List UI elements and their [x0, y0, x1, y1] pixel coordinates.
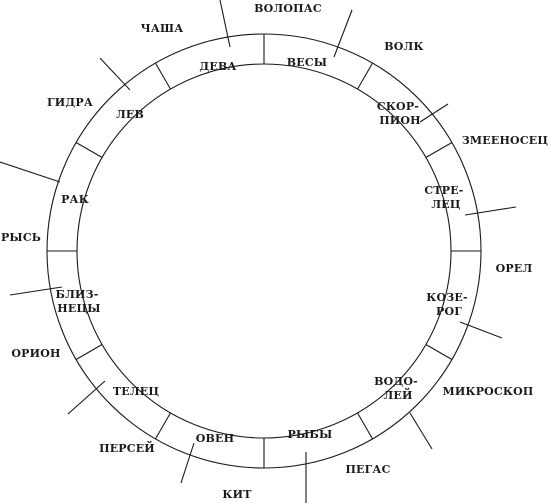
label-mikroskop: МИКРОСКОП — [443, 385, 534, 398]
pointer-line — [9, 286, 63, 296]
label-orel: ОРЕЛ — [496, 262, 533, 275]
label-chasha: ЧАША — [141, 22, 184, 35]
sign-skorpion: СКОР- ПИОН — [377, 100, 423, 127]
pointer-line — [180, 442, 195, 484]
sign-deva: ДЕВА — [199, 60, 236, 73]
label-kit: КИТ — [222, 488, 252, 501]
sign-kozerog: КОЗЕ- РОГ — [426, 291, 472, 318]
sector-divider — [357, 412, 373, 440]
pointer-line — [464, 206, 517, 216]
pointer-line — [219, 0, 231, 48]
sector-divider — [155, 412, 171, 440]
sector-dividers — [47, 34, 481, 468]
sign-rak: РАК — [61, 193, 89, 206]
pointer-line — [67, 380, 106, 415]
pointer-line — [99, 57, 131, 91]
label-pegas: ПЕГАС — [345, 463, 390, 476]
label-rys: РЫСЬ — [1, 231, 41, 244]
pointer-lines — [0, 0, 517, 503]
pointer-line — [0, 161, 61, 183]
pointer-line — [459, 321, 503, 339]
sector-divider — [357, 62, 373, 90]
sector-divider — [75, 344, 103, 360]
sign-lev: ЛЕВ — [116, 108, 144, 121]
sign-bliznetsy: БЛИЗ- НЕЦЫ — [55, 288, 102, 315]
sign-vodoley: ВОДО- ЛЕЙ — [374, 375, 422, 402]
sector-divider — [425, 142, 453, 158]
label-orion: ОРИОН — [11, 347, 60, 360]
pointer-line — [409, 412, 433, 450]
sign-telets: ТЕЛЕЦ — [113, 385, 159, 398]
label-zmeenosets: ЗМЕЕНОСЕЦ — [462, 134, 549, 147]
sign-ryby: РЫБЫ — [288, 428, 333, 441]
label-volopas: ВОЛОПАС — [254, 2, 322, 15]
label-persey: ПЕРСЕЙ — [99, 440, 155, 455]
pointer-line — [333, 9, 353, 58]
sign-strelets: СТРЕ- ЛЕЦ — [424, 184, 467, 211]
label-gidra: ГИДРА — [47, 96, 93, 109]
sector-divider — [155, 62, 171, 90]
sign-vesy: ВЕСЫ — [287, 56, 327, 69]
pointer-line — [419, 103, 449, 123]
sector-divider — [75, 142, 103, 158]
sector-divider — [425, 344, 453, 360]
label-volk: ВОЛК — [384, 40, 423, 53]
sign-oven: ОВЕН — [196, 432, 234, 445]
